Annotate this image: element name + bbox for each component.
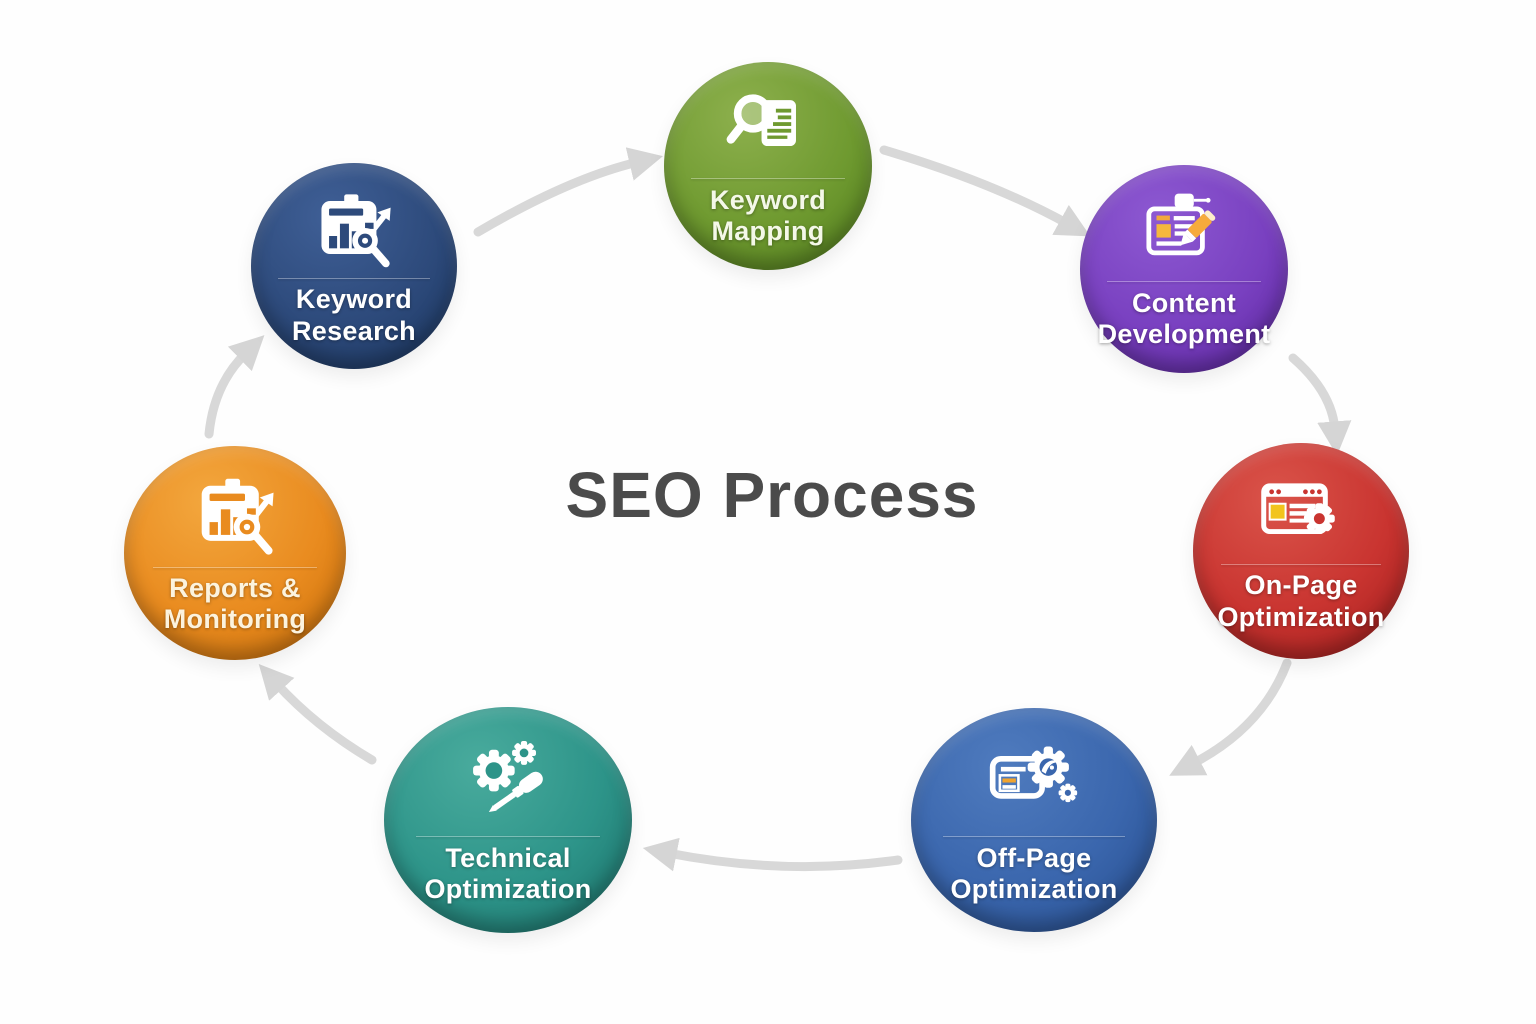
card-gears-icon xyxy=(989,746,1078,803)
divider-line xyxy=(152,566,318,568)
document-pencil-icon xyxy=(1146,193,1216,255)
arrow-onpage-to-offpage xyxy=(1169,658,1292,776)
node-keyword-research: Keyword Research xyxy=(251,163,457,369)
divider-line xyxy=(691,178,845,180)
node-reports-monitoring: Reports & Monitoring xyxy=(124,446,346,660)
node-off-page-optimization: Off-Page Optimization xyxy=(911,708,1157,932)
node-label: On-Page Optimization xyxy=(1217,570,1385,632)
node-keyword-mapping: Keyword Mapping xyxy=(664,62,872,270)
arrow-reports-to-research xyxy=(204,335,265,439)
magnifier-document-icon xyxy=(726,94,796,146)
divider-line xyxy=(277,278,431,280)
divider-line xyxy=(942,835,1126,837)
node-label: Keyword Mapping xyxy=(709,184,827,246)
node-technical-optimization: Technical Optimization xyxy=(384,707,632,933)
node-label: Reports & Monitoring xyxy=(163,573,307,635)
gears-screwdriver-icon xyxy=(472,741,543,813)
node-label: Content Development xyxy=(1097,287,1271,349)
browser-gear-icon xyxy=(1260,483,1335,535)
chart-magnifier-arrow-icon xyxy=(201,478,274,555)
node-label: Off-Page Optimization xyxy=(950,842,1118,905)
node-label: Technical Optimization xyxy=(424,842,592,905)
arrow-offpage-to-technical xyxy=(642,837,903,872)
node-on-page-optimization: On-Page Optimization xyxy=(1193,443,1409,659)
arrow-technical-to-reports xyxy=(258,664,377,765)
node-label: Keyword Research xyxy=(292,284,416,346)
arrow-content-to-onpage xyxy=(1288,353,1352,456)
divider-line xyxy=(416,835,600,837)
chart-magnifier-arrow-icon xyxy=(321,193,391,267)
divider-line xyxy=(1107,281,1261,283)
arrow-mapping-to-content xyxy=(879,145,1091,237)
divider-line xyxy=(1221,563,1381,565)
diagram-title: SEO Process xyxy=(565,459,979,531)
node-content-development: Content Development xyxy=(1080,165,1288,373)
arrow-research-to-mapping xyxy=(473,147,663,237)
